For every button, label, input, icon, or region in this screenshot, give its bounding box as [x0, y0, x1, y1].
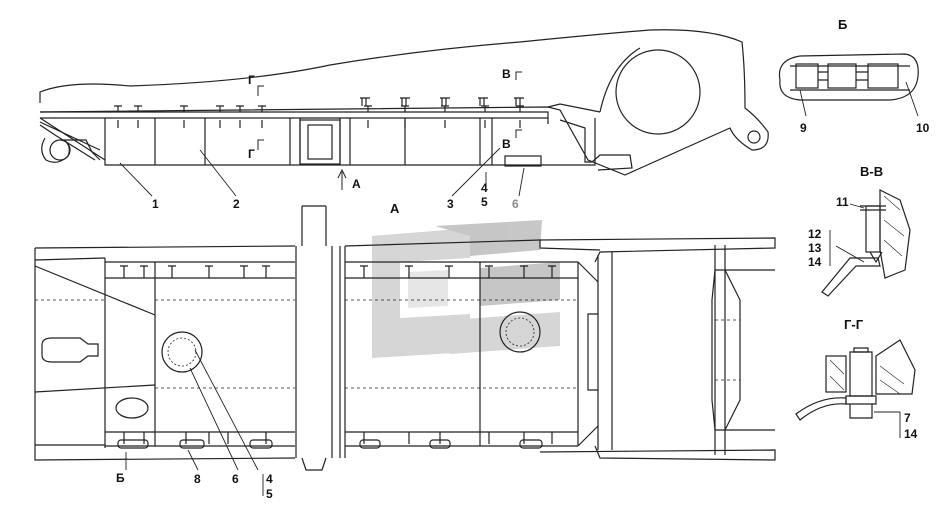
watermark-logo — [372, 220, 560, 358]
plan-view-title: А — [390, 201, 400, 216]
section-vv-view — [821, 189, 911, 297]
callout-14-vv: 14 — [808, 255, 822, 269]
section-gg-title: Г-Г — [844, 317, 864, 332]
callout-7: 7 — [904, 411, 911, 425]
bolt-row-plan — [117, 265, 556, 449]
callout-3: 3 — [447, 197, 454, 211]
section-mark-g-bottom: Г — [248, 147, 255, 161]
callout-9: 9 — [800, 121, 807, 135]
section-vv-title: В-В — [860, 164, 884, 179]
side-view — [39, 29, 769, 197]
callout-b-plan: Б — [116, 471, 125, 485]
section-mark-g-top: Г — [248, 73, 255, 87]
detail-b-title: Б — [838, 17, 848, 32]
callout-11: 11 — [836, 195, 849, 209]
detail-b-view — [778, 53, 919, 117]
callout-1: 1 — [152, 197, 159, 211]
callout-4-plan: 4 — [266, 472, 273, 486]
callout-4-side: 4 — [481, 181, 488, 195]
callout-10: 10 — [916, 121, 930, 135]
section-mark-v-bottom: В — [502, 137, 511, 151]
callout-5-side: 5 — [481, 195, 488, 209]
callout-8: 8 — [194, 472, 201, 486]
section-mark-v-top: В — [502, 67, 511, 81]
callout-6-side: 6 — [512, 197, 519, 211]
callout-2: 2 — [233, 197, 240, 211]
callout-6-plan: 6 — [232, 472, 239, 486]
callout-13: 13 — [808, 241, 822, 255]
section-gg-view — [795, 339, 916, 438]
callout-5-plan: 5 — [266, 487, 273, 501]
bolt-row-top — [114, 97, 549, 128]
callout-14-gg: 14 — [904, 427, 918, 441]
plan-view — [34, 205, 776, 496]
view-arrow-a-label: А — [352, 177, 361, 191]
callout-12: 12 — [808, 227, 822, 241]
